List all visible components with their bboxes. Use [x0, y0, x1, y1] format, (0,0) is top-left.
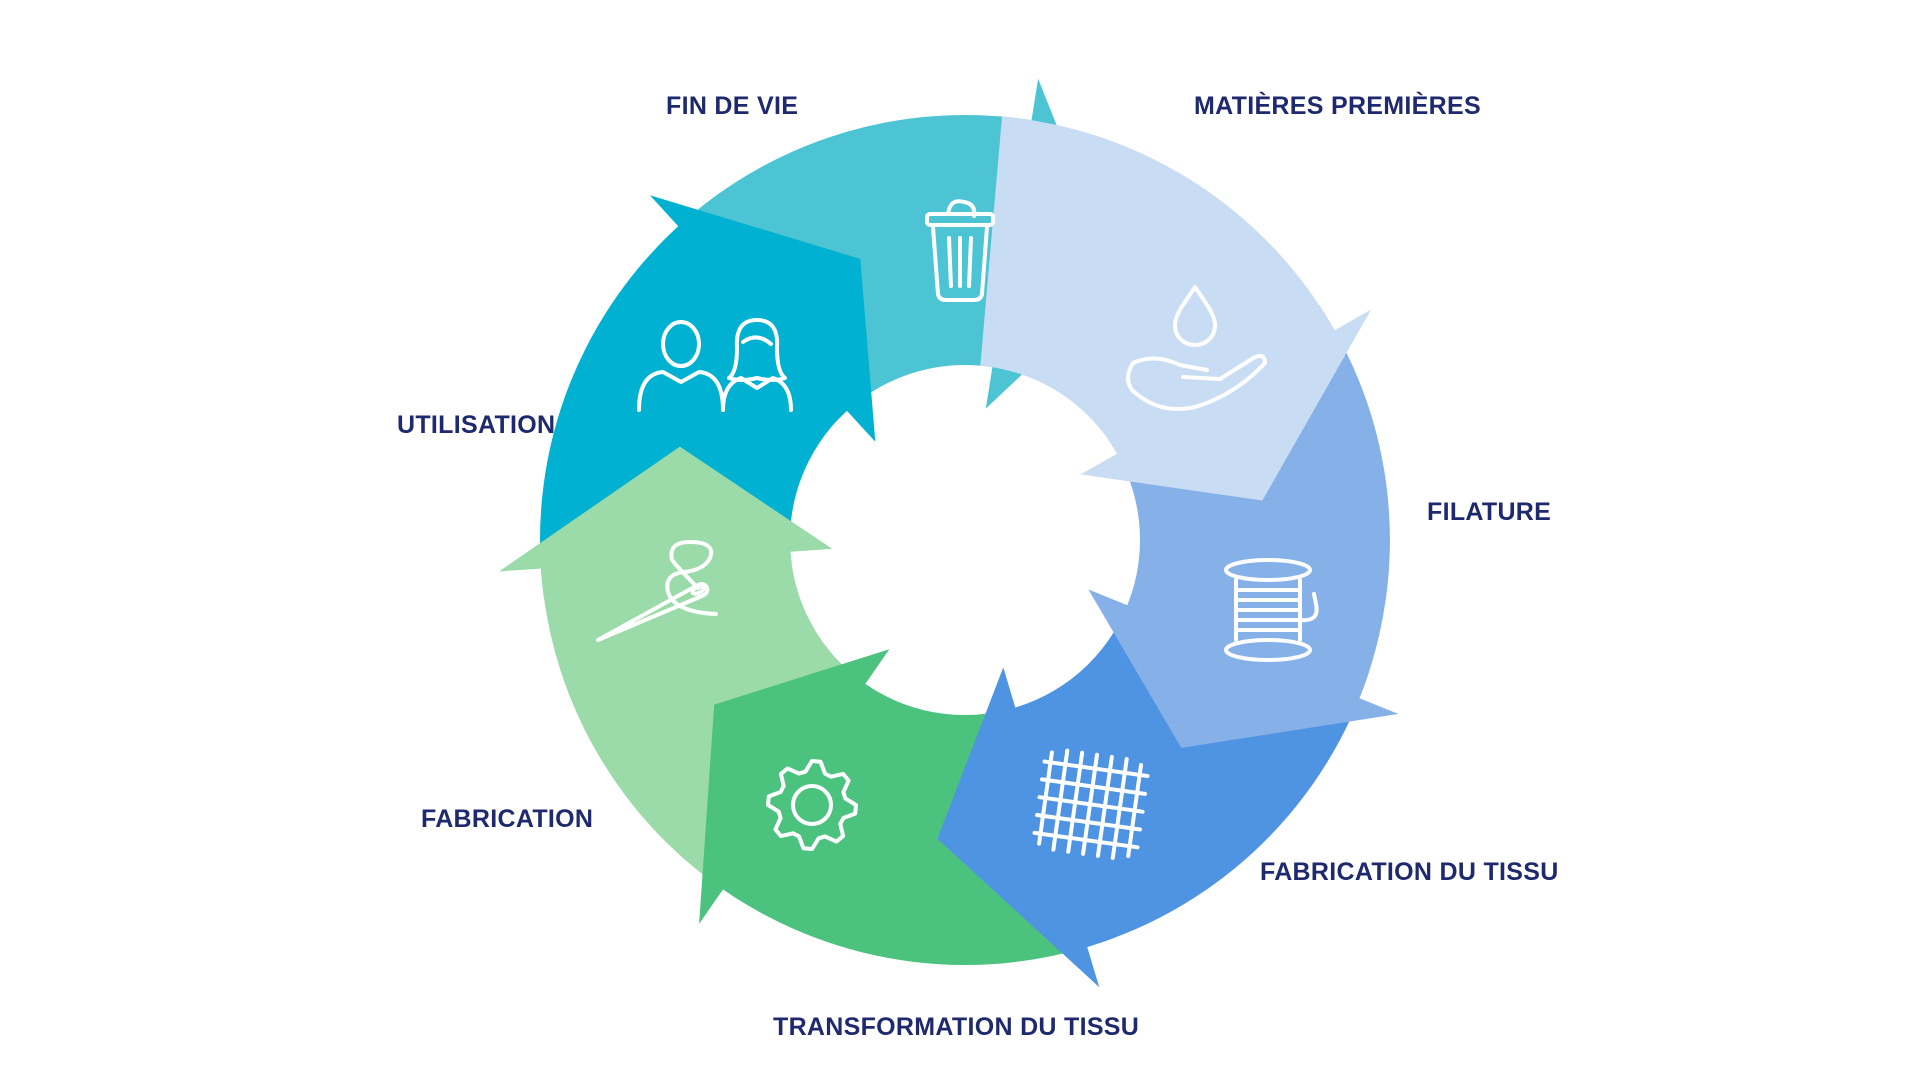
stage-label-fin-de-vie: FIN DE VIE: [666, 92, 799, 120]
woven-fabric-icon: [1032, 748, 1150, 860]
trash-bin-icon: [925, 199, 995, 302]
water-drop-hand-icon: [1126, 285, 1267, 411]
segment-arrow-water-drop-hand: [980, 116, 1372, 501]
gear-icon: [766, 759, 858, 851]
people-icon: [637, 318, 793, 412]
stage-label-utilisation: UTILISATION: [397, 411, 556, 439]
stage-label-fabrication-du-tissu: FABRICATION DU TISSU: [1260, 858, 1559, 886]
stage-label-filature: FILATURE: [1427, 498, 1552, 526]
thread-spool-icon: [1224, 558, 1319, 662]
stage-label-transformation-du-tissu: TRANSFORMATION DU TISSU: [773, 1013, 1140, 1041]
stage-label-matieres-premieres: MATIÈRES PREMIÈRES: [1194, 92, 1481, 120]
stage-label-fabrication: FABRICATION: [421, 805, 594, 833]
needle-thread-icon: [596, 540, 718, 642]
